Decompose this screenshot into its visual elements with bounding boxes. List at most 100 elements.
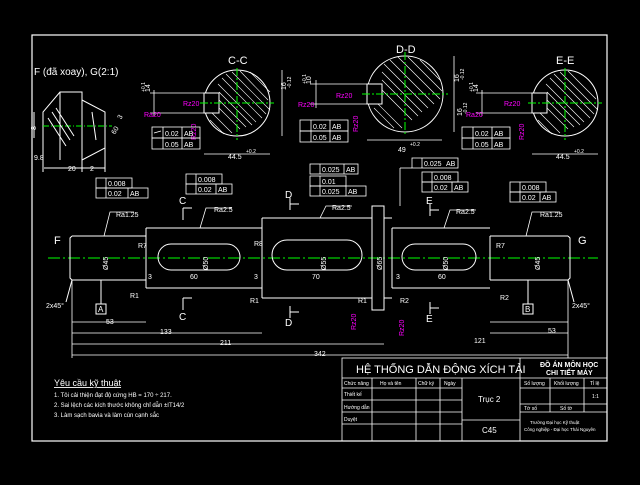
section-cc-height-tol: +0.1 — [141, 82, 147, 92]
gdt-f4-datum: AB — [446, 161, 456, 168]
datum-b: B — [525, 305, 530, 314]
section-dd-tol-sym: 0.05 — [313, 135, 327, 142]
section-dd-ra-1: Rz20 — [298, 102, 314, 109]
section-dd-height-tol: +0.1 — [302, 74, 308, 84]
title-col-date: Ngày — [444, 381, 456, 387]
dim-211: 211 — [220, 340, 231, 347]
detail-dim-20: 20 — [68, 166, 76, 173]
dim-53-left: 53 — [106, 319, 114, 326]
section-dd-height: 10 — [306, 76, 313, 84]
title-project: HỆ THỐNG DẪN ĐỘNG XÍCH TẢI — [356, 362, 526, 376]
section-marker-c-top: C — [179, 196, 186, 207]
notes-line-3: 3. Làm sạch bavia và làm cùn cạnh sắc — [54, 412, 159, 419]
title-col-name: Họ và tên — [380, 381, 402, 387]
gdt-f5-ra: Ra1.25 — [540, 212, 563, 219]
section-cc-ra-3: Rz20 — [191, 124, 198, 140]
gdt-f2-runout: 0.008 — [198, 177, 216, 184]
chamfer-left: 2x45° — [46, 302, 64, 310]
notes-line-2: 2. Sai lệch các kích thước không chỉ dẫn… — [54, 402, 185, 409]
section-ee-ra-2: Rz20 — [504, 101, 520, 108]
section-cc-width: 16 — [281, 82, 288, 90]
shaft-r2-a: R2 — [400, 298, 409, 305]
title-row-guide: Hướng dẫn — [344, 404, 370, 411]
gdt-f4-datum2: AB — [454, 185, 464, 192]
title-mass: Khối lượng — [554, 381, 579, 387]
shaft-dim-phi45-left: Ø45 — [103, 257, 110, 270]
section-dd-tol-datum2: AB — [332, 135, 342, 142]
gdt-f4-a: 0.008 — [434, 175, 452, 182]
drawing-border — [31, 34, 608, 442]
section-ee: E-E 14 +0.1 16 -0.12 Ra20 Rz20 Rz20 0.02… — [457, 55, 602, 161]
chamfer-right: 2x45° — [572, 302, 590, 310]
section-dd-label: D-D — [396, 44, 416, 56]
shaft-dim-phi45-right: Ø45 — [535, 257, 542, 270]
notes-line-1: 1. Tôi cải thiện đạt độ cứng HB = 170 ÷ … — [54, 393, 172, 399]
section-dd: D-D 10 +0.1 16 -0.12 Rz20 Rz20 Rz20 0.02 — [298, 44, 466, 154]
gdt-f4-runout: 0.025 — [424, 161, 442, 168]
section-ee-label: E-E — [556, 55, 574, 67]
shaft-dim-phi50-right: Ø50 — [443, 257, 450, 270]
section-dd-tol-parallel: 0.02 — [313, 124, 327, 131]
gdt-f4-b: 0.02 — [434, 185, 448, 192]
shaft-r7-left: R7 — [138, 243, 147, 250]
shaft-dim-phi55: Ø55 — [321, 257, 328, 270]
section-cc-tol-parallel: 0.02 — [165, 131, 179, 138]
title-school-1: Trường Đại học Kỹ thuật — [530, 420, 580, 425]
shaft-main-view: Ø45 Ø50 Ø55 Ø65 Ø50 Ø45 60 70 60 3 3 3 R… — [46, 190, 598, 358]
dim-121: 121 — [474, 338, 486, 345]
shaft-dim-60-left: 60 — [190, 274, 198, 281]
detail-dim-60deg: 60 — [111, 125, 121, 135]
section-dd-bottom-tol: +0.2 — [410, 142, 420, 148]
detail-dim-2: 2 — [90, 166, 94, 173]
title-sheet: Tờ số — [524, 406, 537, 412]
title-scale-label: Tỉ lệ — [590, 380, 600, 387]
section-dd-ra-2: Rz20 — [336, 93, 352, 100]
gdt-f5-runout: 0.008 — [522, 185, 540, 192]
section-cc: C-C 14 +0.1 16 -0.12 Ra20 Rz20 Rz20 — [141, 55, 293, 161]
detail-dim-3: 3 — [117, 114, 125, 121]
shaft-r1-a: R1 — [130, 293, 139, 300]
gdt-f1-runout: 0.008 — [108, 181, 126, 188]
shaft-dim-phi50-left: Ø50 — [203, 257, 210, 270]
shaft-dim-3c: 3 — [396, 274, 400, 281]
gdt-f2-datum: AB — [218, 187, 228, 194]
section-ee-height-tol: +0.1 — [469, 82, 475, 92]
dim-53-right: 53 — [548, 328, 556, 335]
section-ee-bottom-tol: +0.2 — [574, 149, 584, 155]
dim-342: 342 — [314, 351, 326, 358]
title-block — [341, 357, 608, 442]
title-school-2: Công nghiệp - Đại học Thái Nguyên — [524, 427, 596, 432]
section-dd-width: 16 — [454, 74, 461, 82]
gdt-f2-ra: Ra2.5 — [214, 207, 233, 214]
dim-133: 133 — [160, 329, 172, 336]
section-cc-tol-datum2: AB — [184, 142, 194, 149]
shaft-r7-right: R7 — [496, 243, 505, 250]
section-ee-height: 14 — [473, 84, 480, 92]
shaft-dim-phi65: Ø65 — [377, 257, 384, 270]
section-ee-tol-parallel: 0.02 — [475, 131, 489, 138]
gdt-f5-cyl: 0.02 — [522, 195, 536, 202]
detail-view-label: F (đã xoay), G(2:1) — [34, 67, 118, 78]
shaft-r1-b: R1 — [250, 298, 259, 305]
gdt-frames — [95, 157, 560, 237]
section-ee-tol-datum2: AB — [494, 142, 504, 149]
detail-view-fg: F (đã xoay), G(2:1) 8 60 3 9.8 20 2 — [31, 67, 125, 173]
gdt-f3-datum: AB — [348, 189, 358, 196]
title-part-name: Trục 2 — [478, 395, 501, 404]
section-ee-width-tol: -0.12 — [463, 102, 469, 114]
section-cc-ra-1: Ra20 — [144, 112, 161, 119]
section-cc-height: 14 — [145, 84, 152, 92]
gdt-f1-datum: AB — [130, 191, 140, 198]
section-ee-width: 16 — [457, 108, 464, 116]
shaft-r1-c: R1 — [358, 298, 367, 305]
roughness-bottom-2: Rz20 — [399, 320, 406, 336]
section-cc-ra-2: Rz20 — [183, 101, 199, 108]
section-marker-e-top: E — [426, 196, 433, 207]
shaft-r2-b: R2 — [500, 295, 509, 302]
technical-notes: Yêu cầu kỹ thuật 1. Tôi cải thiện đạt độ… — [54, 378, 185, 419]
gdt-f3-runout: 0.025 — [322, 167, 340, 174]
title-course-1: ĐỒ ÁN MÔN HỌC — [540, 359, 598, 369]
title-row-approve: Duyệt — [344, 417, 358, 423]
gdt-f2-cyl: 0.02 — [198, 187, 212, 194]
